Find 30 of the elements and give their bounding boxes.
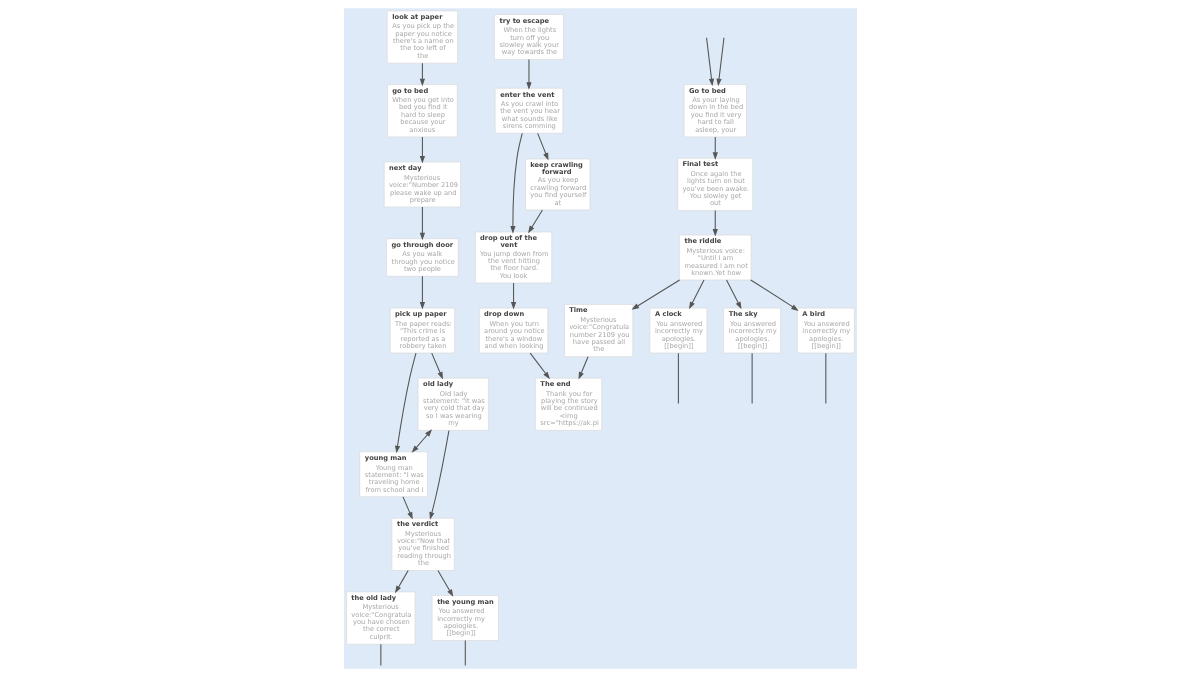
arrow bbox=[394, 352, 417, 454]
arrow bbox=[411, 429, 432, 453]
arrow bbox=[527, 209, 543, 234]
arrow bbox=[419, 206, 425, 241]
arrow bbox=[525, 59, 532, 90]
arrow bbox=[509, 132, 523, 234]
connector bbox=[464, 640, 466, 667]
arrow bbox=[394, 570, 409, 594]
arrow bbox=[419, 136, 425, 164]
arrow bbox=[715, 37, 724, 87]
arrow bbox=[630, 279, 680, 310]
arrow bbox=[688, 279, 705, 310]
arrow bbox=[578, 356, 589, 380]
arrow bbox=[712, 210, 718, 237]
arrow bbox=[436, 570, 453, 597]
connector bbox=[677, 352, 679, 405]
arrow bbox=[529, 352, 550, 380]
arrow bbox=[401, 496, 413, 520]
arrow bbox=[725, 279, 742, 310]
arrow bbox=[536, 132, 548, 161]
connector bbox=[751, 352, 753, 405]
arrow bbox=[428, 430, 449, 520]
connector bbox=[379, 643, 381, 667]
arrow bbox=[419, 62, 425, 87]
connector bbox=[824, 352, 826, 405]
arrow bbox=[430, 352, 443, 380]
arrow bbox=[749, 279, 799, 311]
arrow bbox=[419, 275, 425, 310]
arrow bbox=[510, 282, 516, 310]
arrow bbox=[705, 37, 714, 87]
